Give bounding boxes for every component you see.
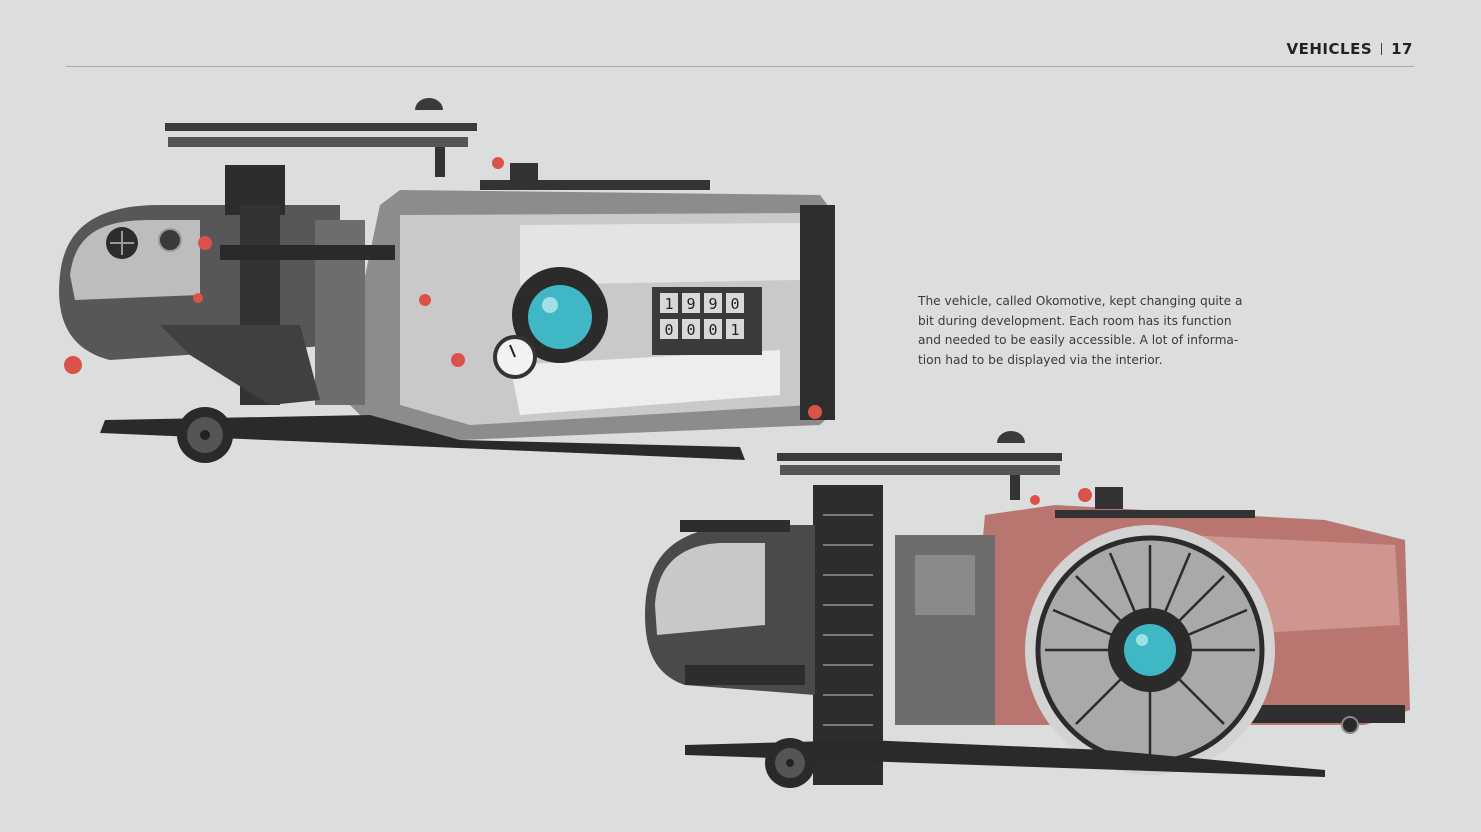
counter-digit: 9 <box>686 295 695 313</box>
counter-digit: 1 <box>730 321 739 339</box>
caption-line-2: bit during development. Each room has it… <box>918 313 1232 328</box>
header-rule <box>66 66 1414 67</box>
caption-line-4: tion had to be displayed via the interio… <box>918 352 1163 367</box>
section-title: VEHICLES <box>1286 40 1373 58</box>
counter-digit: 0 <box>730 295 739 313</box>
counter-digit: 0 <box>664 321 673 339</box>
caption-line-3: and needed to be easily accessible. A lo… <box>918 333 1239 347</box>
counter-digit: 9 <box>708 295 717 313</box>
counter-digit: 0 <box>708 321 717 339</box>
counter-digit: 0 <box>686 321 695 339</box>
running-header: VEHICLES 17 <box>1287 40 1413 58</box>
header-separator <box>1381 43 1383 55</box>
vehicle-sketch-top: 1 9 9 0 0 0 0 1 <box>59 98 835 463</box>
counter-digit: 1 <box>664 295 673 313</box>
vehicle-sketch-bottom <box>645 431 1410 788</box>
page-number: 17 <box>1391 40 1413 58</box>
caption-line-1: The vehicle, called Okomotive, kept chan… <box>918 294 1243 308</box>
caption-text: The vehicle, called Okomotive, kept chan… <box>918 292 1243 370</box>
